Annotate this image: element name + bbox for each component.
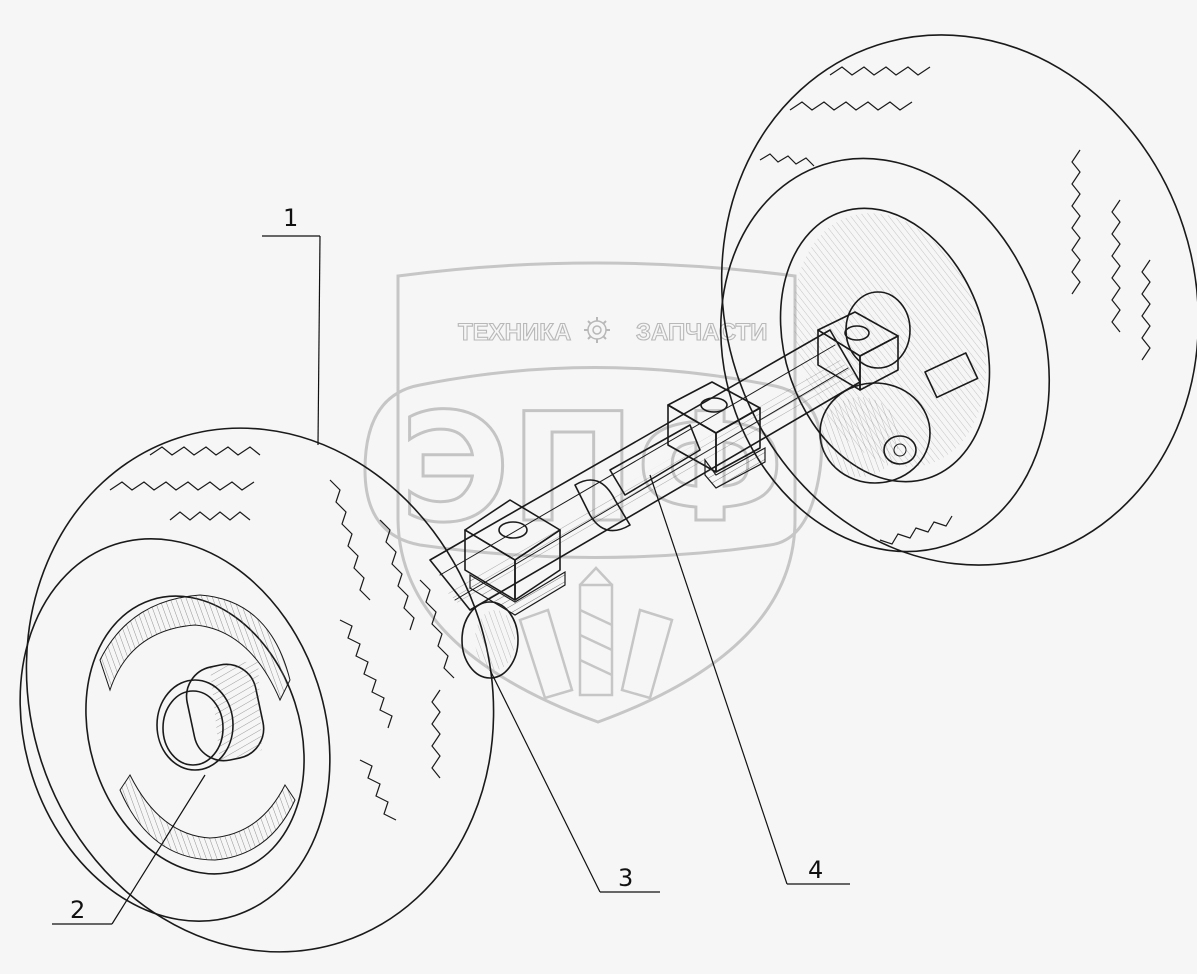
callout-4: 4 — [649, 474, 850, 885]
rim-left — [85, 595, 305, 875]
watermark-wheat — [518, 566, 674, 700]
wheel-left — [19, 427, 519, 953]
tire-left-inner — [19, 538, 331, 922]
callout-label-1: 1 — [283, 204, 298, 232]
callout-label-3: 3 — [618, 864, 633, 892]
watermark-text-right: ЗАПЧАСТИ — [636, 319, 768, 346]
tire-left-outer — [25, 427, 495, 953]
spindle-cap — [461, 601, 519, 679]
tire-right-tread — [759, 66, 1151, 545]
rim-left-shade — [99, 594, 291, 702]
callout-2: 2 — [52, 774, 206, 925]
watermark-oval — [363, 366, 823, 559]
rim-right — [779, 207, 991, 483]
hub-left — [156, 660, 265, 771]
callout-label-4: 4 — [808, 856, 823, 884]
callout-label-2: 2 — [70, 896, 85, 924]
bearing-housing — [819, 382, 931, 484]
callout-1: 1 — [262, 204, 321, 446]
watermark: ТЕХНИКА ЗАПЧАСТИ ЭПФ — [363, 261, 823, 724]
tire-right-outer — [720, 34, 1197, 566]
axle-stub-right — [924, 352, 979, 399]
gear-icon — [584, 317, 610, 343]
mount-block-middle — [667, 381, 766, 489]
watermark-text-left: ТЕХНИКА — [458, 319, 571, 346]
tire-left-tread — [109, 446, 455, 821]
callout-3: 3 — [489, 669, 660, 893]
mount-block-right — [817, 311, 899, 391]
watermark-shield — [396, 261, 797, 724]
mount-block-left — [464, 499, 566, 616]
